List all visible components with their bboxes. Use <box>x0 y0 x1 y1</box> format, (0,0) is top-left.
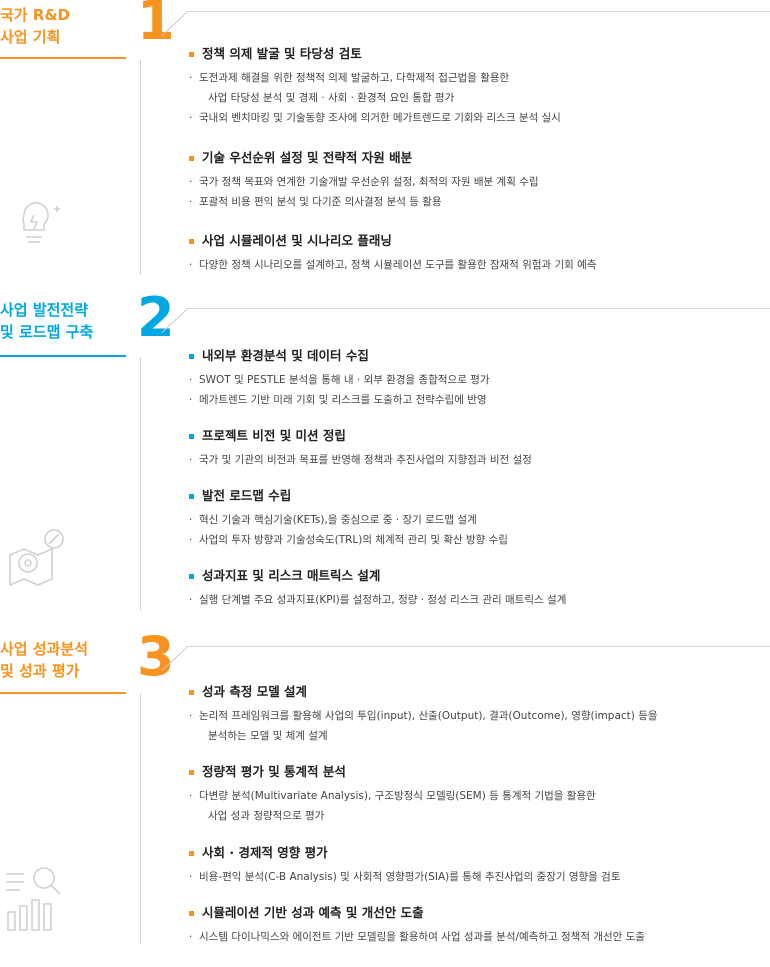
vertical-divider <box>140 694 141 944</box>
item-line: 국가 정책 목표와 연계한 기술개발 우선순위 설정, 최적의 자원 배분 계획… <box>199 176 539 188</box>
item-line: 사업 타당성 분석 및 경제 · 사회 · 환경적 요인 통합 평가 <box>208 92 455 104</box>
divider-line <box>186 646 770 647</box>
item-environment-analysis: 내외부 환경분석 및 데이터 수집 ·SWOT 및 PESTLE 분석을 통해 … <box>189 348 490 406</box>
item-line: 다변량 분석(Multivariate Analysis), 구조방정식 모델링… <box>199 790 596 802</box>
item-heading: 사회 · 경제적 영향 평가 <box>202 845 328 860</box>
section-number: 3 <box>137 625 175 688</box>
item-heading: 성과지표 및 리스크 매트릭스 설계 <box>202 568 381 583</box>
section-number: 2 <box>137 286 175 349</box>
item-heading: 정책 의제 발굴 및 타당성 검토 <box>202 46 362 61</box>
section-title: 사업 성과분석 및 성과 평가 <box>0 640 89 680</box>
section-number: 1 <box>137 0 175 52</box>
item-line: 메가트렌드 기반 미래 기회 및 리스크를 도출하고 전략수립에 반영 <box>199 394 487 406</box>
bullet-marker <box>189 850 194 856</box>
divider-line <box>186 308 770 309</box>
item-line: 다양한 정책 시나리오를 설계하고, 정책 시뮬레이션 도구를 활용한 잠재적 … <box>199 259 597 271</box>
section-title: 사업 발전전략 및 로드맵 구축 <box>0 301 94 341</box>
item-simulation-forecast: 시뮬레이션 기반 성과 예측 및 개선안 도출 ·시스템 다이나믹스와 에이전트… <box>189 905 645 943</box>
item-heading: 발전 로드맵 수립 <box>202 488 292 503</box>
bullet-marker <box>189 433 194 439</box>
item-line: 사업 성과 정량적으로 평가 <box>208 810 325 822</box>
section-rule <box>0 692 126 694</box>
item-vision-mission: 프로젝트 비전 및 미션 정립 ·국가 및 기관의 비전과 목표를 반영해 정책… <box>189 428 532 466</box>
item-heading: 사업 시뮬레이션 및 시나리오 플래닝 <box>202 233 392 248</box>
item-tech-priority: 기술 우선순위 설정 및 전략적 자원 배분 ·국가 정책 목표와 연계한 기술… <box>189 150 539 208</box>
bullet-marker <box>189 155 194 161</box>
item-heading: 시뮬레이션 기반 성과 예측 및 개선안 도출 <box>202 905 424 920</box>
item-line: 분석하는 모델 및 체계 설계 <box>208 730 328 742</box>
bullet-marker <box>189 238 194 244</box>
item-heading: 성과 측정 모델 설계 <box>202 684 308 699</box>
map-pin-icon <box>4 525 70 595</box>
bullet-marker <box>189 910 194 916</box>
section-3: 사업 성과분석 및 성과 평가 3 성과 측정 모델 설계 ·논리적 프레임워크… <box>0 625 770 967</box>
item-heading: 정량적 평가 및 통계적 분석 <box>202 764 346 779</box>
section-rule <box>0 355 126 357</box>
item-line: 시스템 다이나믹스와 에이전트 기반 모델링을 활용하여 사업 성과를 분석/예… <box>199 931 645 943</box>
item-performance-model: 성과 측정 모델 설계 ·논리적 프레임워크를 활용해 사업의 투입(input… <box>189 684 658 742</box>
item-quantitative-analysis: 정량적 평가 및 통계적 분석 ·다변량 분석(Multivariate Ana… <box>189 764 596 822</box>
item-socioeconomic-impact: 사회 · 경제적 영향 평가 ·비용-편익 분석(C-B Analysis) 및… <box>189 845 621 883</box>
item-heading: 내외부 환경분석 및 데이터 수집 <box>202 348 369 363</box>
item-heading: 기술 우선순위 설정 및 전략적 자원 배분 <box>202 150 413 165</box>
item-line: 실행 단계별 주요 성과지표(KPI)를 설정하고, 정량 · 정성 리스크 관… <box>199 594 567 606</box>
bullet-marker <box>189 689 194 695</box>
lightbulb-icon <box>4 195 66 261</box>
item-line: 사업의 투자 방향과 기술성숙도(TRL)의 체계적 관리 및 확산 방향 수립 <box>199 534 508 546</box>
bullet-marker <box>189 353 194 359</box>
item-policy-agenda: 정책 의제 발굴 및 타당성 검토 ·도전과제 해결을 위한 정책적 의제 발굴… <box>189 46 561 124</box>
item-heading: 프로젝트 비전 및 미션 정립 <box>202 428 346 443</box>
item-line: 국내외 벤치마킹 및 기술동향 조사에 의거한 메가트렌드로 기회와 리스크 분… <box>199 112 561 124</box>
item-line: 포괄적 비용 편익 분석 및 다기준 의사결정 분석 등 활용 <box>199 196 442 208</box>
bullet-marker <box>189 493 194 499</box>
item-line: 국가 및 기관의 비전과 목표를 반영해 정책과 추진사업의 지향점과 비전 설… <box>199 454 532 466</box>
vertical-divider <box>140 60 141 275</box>
section-2: 사업 발전전략 및 로드맵 구축 2 내외부 환경분석 및 데이터 수집 ·SW… <box>0 291 770 613</box>
section-rule <box>0 57 126 59</box>
item-line: SWOT 및 PESTLE 분석을 통해 내 · 외부 환경을 종합적으로 평가 <box>199 374 490 386</box>
section-title: 국가 R&D 사업 기획 <box>0 6 70 46</box>
divider-line <box>186 11 770 12</box>
vertical-divider <box>140 357 141 610</box>
item-roadmap: 발전 로드맵 수립 ·혁신 기술과 핵심기술(KETs),을 중심으로 중 · … <box>189 488 508 546</box>
item-line: 도전과제 해결을 위한 정책적 의제 발굴하고, 다학제적 접근법을 활용한 <box>199 72 510 84</box>
bullet-marker <box>189 769 194 775</box>
item-line: 논리적 프레임워크를 활용해 사업의 투입(input), 산출(Output)… <box>199 710 658 722</box>
item-simulation-planning: 사업 시뮬레이션 및 시나리오 플래닝 ·다양한 정책 시나리오를 설계하고, … <box>189 233 597 271</box>
item-kpi-risk: 성과지표 및 리스크 매트릭스 설계 ·실행 단계별 주요 성과지표(KPI)를… <box>189 568 567 606</box>
chart-search-icon <box>4 864 64 938</box>
bullet-marker <box>189 51 194 57</box>
bullet-marker <box>189 573 194 579</box>
item-line: 비용-편익 분석(C-B Analysis) 및 사회적 영향평가(SIA)를 … <box>199 871 621 883</box>
item-line: 혁신 기술과 핵심기술(KETs),을 중심으로 중 · 장기 로드맵 설계 <box>199 514 477 526</box>
section-1: 국가 R&D 사업 기획 1 정책 의제 발굴 및 타당성 검토 ·도전과제 해… <box>0 0 770 275</box>
